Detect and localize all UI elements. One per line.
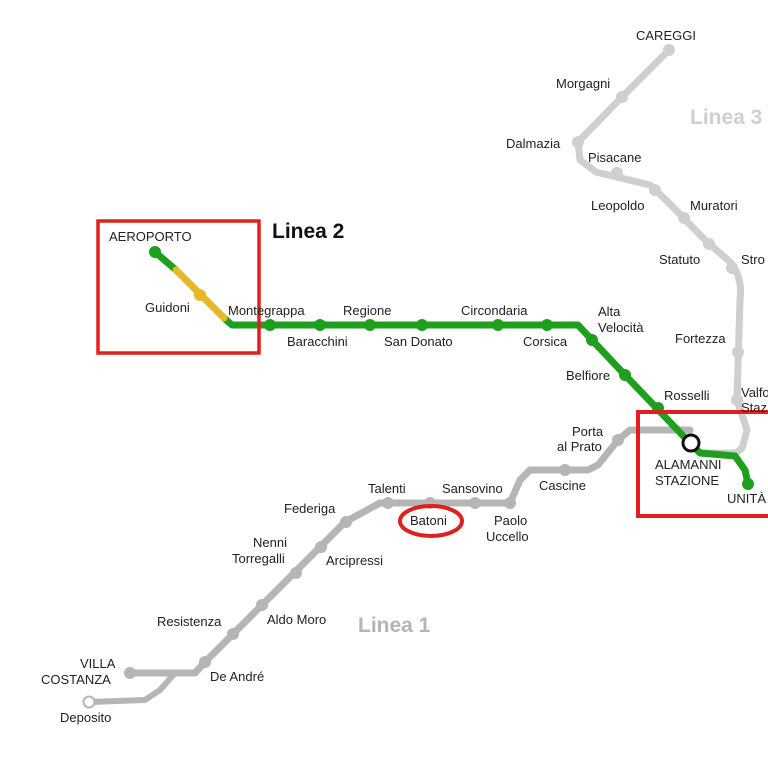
station-label-unita: UNITÀ [727, 491, 766, 506]
station-dot-strozzi [726, 262, 738, 274]
station-dot-resistenza [227, 628, 239, 640]
linea2-label: Linea 2 [272, 220, 344, 243]
station-dot-pisacane [611, 167, 623, 179]
station-label-valfonda-2: Staz [741, 400, 767, 415]
station-label-arcipressi: Arcipressi [326, 553, 383, 568]
station-label-aldo-moro: Aldo Moro [267, 612, 326, 627]
linea1-stations [82, 434, 624, 709]
linea3-label: Linea 3 [690, 106, 762, 129]
station-dot-careggi [663, 44, 675, 56]
station-label-dalmazia: Dalmazia [506, 136, 561, 151]
station-label-valfonda-1: Valfo [741, 385, 768, 400]
station-dot-alta-velocita [586, 334, 598, 346]
linea2-stations [149, 246, 754, 490]
linea1-label: Linea 1 [358, 614, 431, 637]
station-dot-corsica [541, 319, 553, 331]
station-dot-unita [742, 478, 754, 490]
station-label-baracchini: Baracchini [287, 334, 348, 349]
station-dot-aldo-moro [256, 599, 268, 611]
station-label-deposito: Deposito [60, 710, 111, 725]
highlight-box-aeroporto [96, 219, 261, 355]
station-label-federiga: Federiga [284, 501, 336, 516]
station-dot-belfiore [619, 369, 631, 381]
station-label-paolo-uccello-1: Paolo [494, 513, 527, 528]
station-label-resistenza: Resistenza [157, 614, 222, 629]
station-dot-dalmazia [572, 136, 584, 148]
station-dot-de-andre [199, 656, 211, 668]
station-label-nenni-2: Torregalli [232, 551, 285, 566]
station-label-fortezza: Fortezza [675, 331, 726, 346]
linea1-depot-branch [87, 670, 178, 705]
station-label-alta-velocita-2: Velocità [598, 320, 644, 335]
station-label-leopoldo: Leopoldo [591, 198, 645, 213]
station-dot-regione [314, 319, 326, 331]
station-dot-deposito [82, 695, 96, 709]
station-label-careggi: CAREGGI [636, 28, 696, 43]
station-label-rosselli: Rosselli [664, 388, 710, 403]
station-label-regione: Regione [343, 303, 391, 318]
station-label-porta-al-prato-1: Porta [572, 424, 604, 439]
station-dot-aeroporto [149, 246, 161, 258]
station-label-cascine: Cascine [539, 478, 586, 493]
highlight-box-alamanni [636, 410, 768, 518]
station-dot-statuto [703, 238, 715, 250]
station-label-villa-costanza-2: COSTANZA [41, 672, 111, 687]
linea3-stations [572, 44, 744, 406]
highlight-ellipse-batoni [398, 504, 464, 538]
station-label-porta-al-prato-2: al Prato [557, 439, 602, 454]
station-label-san-donato: San Donato [384, 334, 453, 349]
station-label-guidoni: Guidoni [145, 300, 190, 315]
station-dot-baracchini [264, 319, 276, 331]
station-dot-valfonda [731, 394, 743, 406]
station-dot-paolo-uccello [504, 497, 516, 509]
station-label-talenti: Talenti [368, 481, 406, 496]
station-label-paolo-uccello-2: Uccello [486, 529, 529, 544]
station-label-circondaria: Circondaria [461, 303, 528, 318]
station-dot-circondaria [492, 319, 504, 331]
station-dot-leopoldo [649, 184, 661, 196]
station-dot-morgagni [616, 91, 628, 103]
station-label-belfiore: Belfiore [566, 368, 610, 383]
station-label-statuto: Statuto [659, 252, 700, 267]
station-label-aeroporto: AEROPORTO [109, 229, 192, 244]
station-label-batoni: Batoni [410, 513, 447, 528]
station-dot-alamanni-interchange [681, 433, 701, 453]
station-label-morgagni: Morgagni [556, 76, 610, 91]
station-dot-cascine [559, 464, 571, 476]
station-dot-guidoni [194, 289, 206, 301]
station-dot-arcipressi [315, 541, 327, 553]
station-dot-muratori [678, 212, 690, 224]
station-label-strozzi: Stro [741, 252, 765, 267]
station-label-villa-costanza-1: VILLA [80, 656, 116, 671]
station-label-alamanni-1: ALAMANNI [655, 457, 721, 472]
station-label-corsica: Corsica [523, 334, 568, 349]
station-label-alamanni-2: STAZIONE [655, 473, 719, 488]
station-dot-montegrappa-2 [416, 319, 428, 331]
station-dot-porta-al-prato [612, 434, 624, 446]
station-label-alta-velocita-1: Alta [598, 304, 621, 319]
station-dot-fortezza [732, 346, 744, 358]
linea2-track [151, 248, 752, 488]
station-label-sansovino: Sansovino [442, 481, 503, 496]
station-label-pisacane: Pisacane [588, 150, 641, 165]
station-label-de-andre: De André [210, 669, 264, 684]
station-dot-sansovino [469, 497, 481, 509]
station-dot-talenti [382, 497, 394, 509]
station-dot-federiga [340, 516, 352, 528]
station-label-montegrappa: Montegrappa [228, 303, 305, 318]
station-dot-villa-costanza [124, 667, 136, 679]
station-dot-nenni-torregalli [290, 567, 302, 579]
station-label-nenni-1: Nenni [253, 535, 287, 550]
station-dot-san-donato [364, 319, 376, 331]
station-label-muratori: Muratori [690, 198, 738, 213]
